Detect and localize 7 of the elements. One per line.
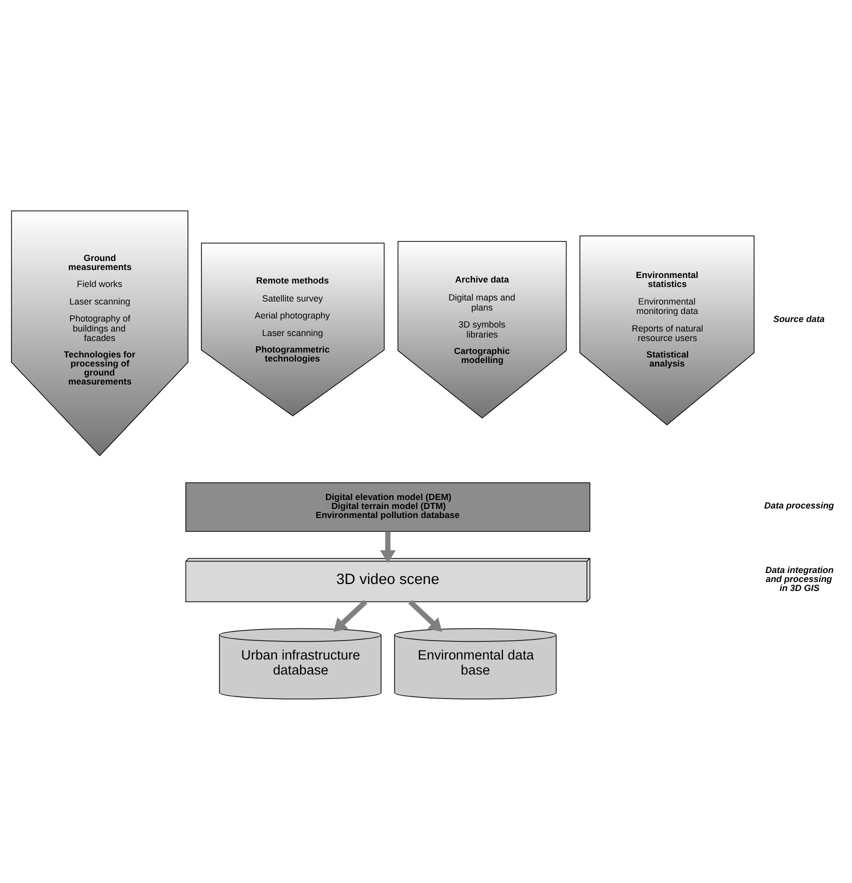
label: Source data: [773, 313, 825, 324]
arrow: [334, 599, 368, 632]
node-box: Digital elevation model (DEM) Digital terrain model (DTM) Environmental pollution database: [185, 482, 590, 532]
arrow: [408, 599, 442, 632]
arrow: [380, 530, 396, 563]
label: Data integration and processing in 3D GIS: [765, 564, 834, 592]
label: Data processing: [764, 500, 834, 510]
